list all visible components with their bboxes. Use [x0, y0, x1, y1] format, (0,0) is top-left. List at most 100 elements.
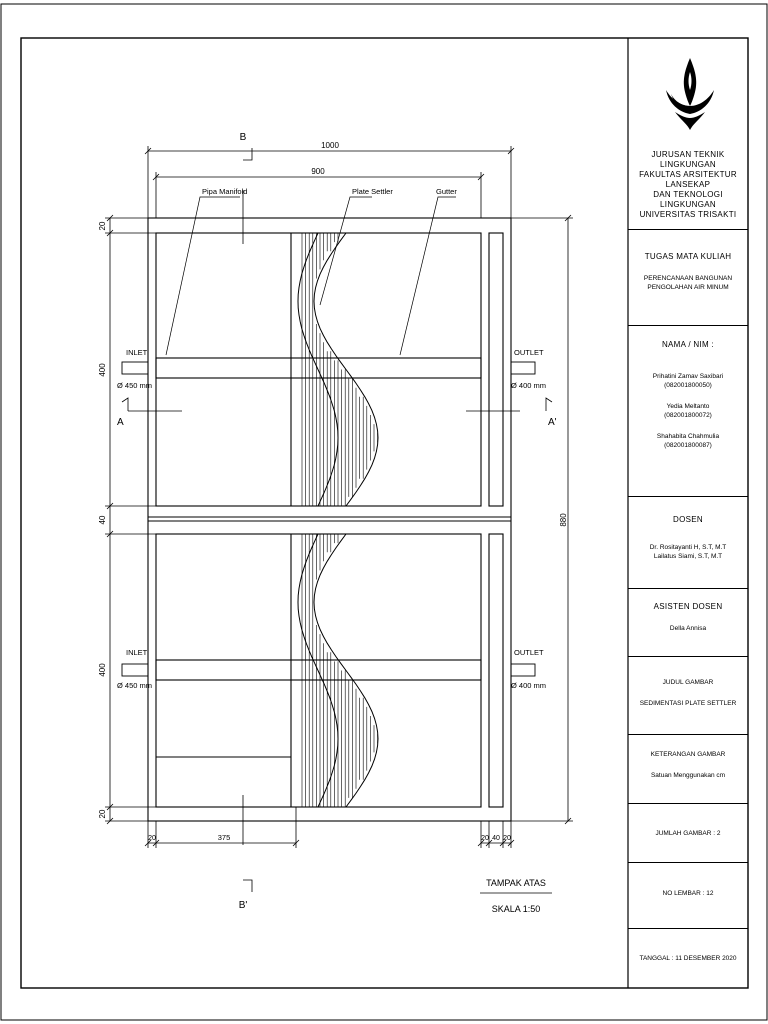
inlet-bottom-size: Ø 450 mm [117, 681, 152, 690]
drawing-frame [20, 37, 749, 989]
dim-right-880: 880 [559, 513, 568, 527]
lower-outlet-channel [488, 533, 504, 808]
leader-pipa [165, 196, 240, 356]
view-title: TAMPAK ATAS [486, 878, 546, 888]
lembar-block: NO LEMBAR : 12 [628, 889, 748, 898]
leader-plate [319, 196, 372, 306]
leader-gutter [399, 196, 456, 356]
separator [628, 734, 748, 735]
plate-settler-upper-outline [297, 232, 379, 507]
view-scale: SKALA 1:50 [492, 904, 541, 914]
dim-bottom-20-left: 20 [148, 835, 156, 842]
section-a-right-label: A' [548, 417, 557, 428]
dosen-title: DOSEN [673, 515, 703, 524]
pipe-stubs [121, 361, 536, 677]
separator [628, 229, 748, 230]
upper-manifold-pipe [155, 357, 482, 379]
separator [628, 928, 748, 929]
label-plate-settler: Plate Settler [352, 187, 393, 196]
section-lines [121, 148, 553, 892]
student-2-name: Yedia Meltanto [666, 403, 710, 410]
upper-outlet-channel [488, 232, 504, 507]
separator [628, 588, 748, 589]
dim-900: 900 [311, 167, 325, 176]
inlet-bottom-label: INLET [126, 648, 148, 657]
judul-block: JUDUL GAMBAR SEDIMENTASI PLATE SETTLER [628, 678, 748, 708]
dim-bottom-20-a: 20 [481, 835, 489, 842]
label-pipa-manifold: Pipa Manifold [202, 187, 247, 196]
tanggal-block: TANGGAL : 11 DESEMBER 2020 [628, 954, 748, 963]
plate-settler-lower [301, 534, 378, 807]
course-title: TUGAS MATA KULIAH [644, 252, 732, 261]
student-2-nim: (082001800072) [664, 412, 712, 419]
institution-line-3: DAN TEKNOLOGI LINGKUNGAN [653, 190, 723, 209]
institution-block: JURUSAN TEKNIK LINGKUNGAN FAKULTAS ARSIT… [628, 150, 748, 220]
section-b-top-label: B [240, 132, 247, 143]
inlet-top-label: INLET [126, 348, 148, 357]
dim-bottom-40: 40 [492, 835, 500, 842]
plate-settler-upper [301, 233, 378, 506]
dim-bottom-375: 375 [218, 833, 231, 842]
leader-lines [165, 196, 456, 356]
label-gutter: Gutter [436, 187, 457, 196]
dosen-block: DOSEN Dr. Rositayanti H, S.T, M.T Lailat… [628, 515, 748, 561]
nama-title: NAMA / NIM : [661, 340, 715, 349]
tank-plan [147, 217, 512, 822]
keterangan-value: Satuan Menggunakan cm [650, 772, 726, 779]
section-b-bottom-label: B' [239, 900, 248, 911]
dim-left-400-top: 400 [98, 363, 107, 377]
dim-left-20-bottom: 20 [98, 809, 107, 818]
institution-line-2: FAKULTAS ARSITEKTUR LANSEKAP [639, 170, 737, 189]
student-1-nim: (082001800050) [664, 382, 712, 389]
outlet-bottom-pipe [510, 663, 536, 677]
course-name-line-1: PERENCANAAN BANGUNAN [643, 275, 733, 282]
tank-outer-wall [147, 217, 512, 822]
asisten-title: ASISTEN DOSEN [653, 602, 723, 611]
course-name-line-2: PENGOLAHAN AIR MINUM [647, 284, 729, 291]
plate-settler-lower-outline [297, 533, 379, 808]
dim-1000: 1000 [321, 141, 339, 150]
section-b-bottom-mark [243, 879, 253, 892]
students-block: NAMA / NIM : Prihatini Zamav Saxibari (0… [628, 340, 748, 450]
dim-left-20-top: 20 [98, 221, 107, 230]
student-1-name: Prihatini Zamav Saxibari [652, 373, 724, 380]
outlet-bottom-label: OUTLET [514, 648, 544, 657]
dosen-1: Dr. Rositayanti H, S.T, M.T [649, 544, 727, 551]
asisten-name: Della Annisa [669, 625, 707, 632]
outlet-top-size: Ø 400 mm [511, 381, 546, 390]
separator [628, 803, 748, 804]
section-a-right-mark [545, 397, 553, 411]
jumlah-gambar: JUMLAH GAMBAR : 2 [655, 830, 721, 837]
separator [628, 862, 748, 863]
lower-manifold-pipe [155, 659, 482, 681]
separator [628, 656, 748, 657]
tanggal: TANGGAL : 11 DESEMBER 2020 [639, 955, 737, 962]
dim-bottom-20-b: 20 [503, 835, 511, 842]
dim-left-400-bottom: 400 [98, 663, 107, 677]
section-b-top-mark [243, 148, 253, 161]
student-3-name: Shahabita Chahmulia [656, 433, 720, 440]
judul-value: SEDIMENTASI PLATE SETTLER [639, 700, 737, 707]
keterangan-block: KETERANGAN GAMBAR Satuan Menggunakan cm [628, 750, 748, 780]
keterangan-title: KETERANGAN GAMBAR [650, 751, 726, 758]
separator [628, 325, 748, 326]
student-3-nim: (082001800087) [664, 442, 712, 449]
inlet-bottom-pipe [121, 663, 149, 677]
asisten-block: ASISTEN DOSEN Della Annisa [628, 602, 748, 633]
dosen-2: Lailatus Siami, S.T, M.T [653, 553, 723, 560]
no-lembar: NO LEMBAR : 12 [662, 890, 714, 897]
outlet-top-label: OUTLET [514, 348, 544, 357]
outlet-top-pipe [510, 361, 536, 375]
section-a-left-label: A [117, 417, 124, 428]
institution-line-1: JURUSAN TEKNIK LINGKUNGAN [651, 150, 725, 169]
dim-left-40: 40 [98, 515, 107, 524]
separator [628, 496, 748, 497]
course-block: TUGAS MATA KULIAH PERENCANAAN BANGUNAN P… [628, 252, 748, 292]
jumlah-block: JUMLAH GAMBAR : 2 [628, 829, 748, 838]
inlet-top-pipe [121, 361, 149, 375]
institution-line-4: UNIVERSITAS TRISAKTI [639, 210, 737, 219]
inlet-top-size: Ø 450 mm [117, 381, 152, 390]
university-logo [666, 58, 714, 130]
outlet-bottom-size: Ø 400 mm [511, 681, 546, 690]
